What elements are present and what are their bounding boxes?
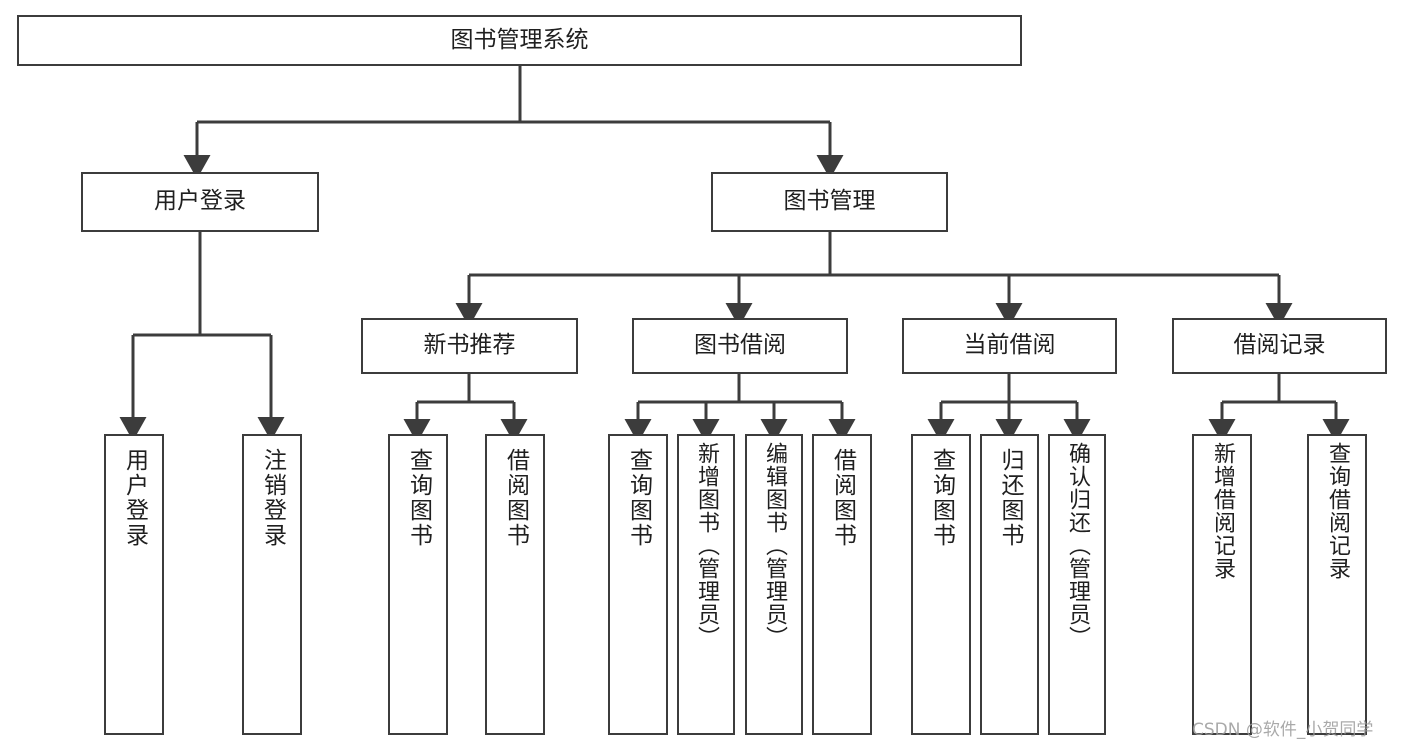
- node-current-borrow-label: 当前借阅: [963, 332, 1056, 359]
- node-book-manage[interactable]: 图书管理: [711, 172, 948, 232]
- node-book-borrow-label: 图书借阅: [694, 332, 786, 359]
- leaf-book-borrow-add[interactable]: 新增图书（管理员）: [677, 434, 735, 735]
- node-new-book-recommend-label: 新书推荐: [423, 332, 516, 359]
- leaf-book-borrow-edit-label: 编辑图书（管理员）: [762, 442, 787, 649]
- node-borrow-record-label: 借阅记录: [1233, 332, 1326, 359]
- leaf-current-borrow-return-label: 归还图书: [997, 448, 1023, 548]
- leaf-new-book-query-label: 查询图书: [405, 448, 432, 548]
- leaf-borrow-record-query-label: 查询借阅记录: [1325, 442, 1350, 580]
- node-book-manage-label: 图书管理: [783, 188, 876, 215]
- leaf-new-book-query[interactable]: 查询图书: [388, 434, 448, 735]
- node-root-system-label: 图书管理系统: [450, 26, 589, 53]
- node-current-borrow[interactable]: 当前借阅: [902, 318, 1117, 374]
- leaf-current-borrow-confirm-label: 确认归还（管理员）: [1065, 442, 1090, 649]
- leaf-current-borrow-return[interactable]: 归还图书: [980, 434, 1039, 735]
- leaf-book-borrow-borrow-label: 借阅图书: [829, 448, 856, 548]
- leaf-current-borrow-confirm[interactable]: 确认归还（管理员）: [1048, 434, 1106, 735]
- leaf-borrow-record-add-label: 新增借阅记录: [1210, 442, 1235, 580]
- node-user-login[interactable]: 用户登录: [81, 172, 319, 232]
- node-new-book-recommend[interactable]: 新书推荐: [361, 318, 578, 374]
- leaf-current-borrow-query-label: 查询图书: [928, 448, 955, 548]
- leaf-book-borrow-query-label: 查询图书: [625, 448, 652, 548]
- node-user-login-label: 用户登录: [154, 188, 246, 215]
- leaf-book-borrow-query[interactable]: 查询图书: [608, 434, 668, 735]
- leaf-book-borrow-borrow[interactable]: 借阅图书: [812, 434, 872, 735]
- leaf-borrow-record-add[interactable]: 新增借阅记录: [1192, 434, 1252, 735]
- leaf-new-book-borrow-label: 借阅图书: [502, 448, 529, 548]
- watermark: CSDN @软件_小贺同学: [1192, 720, 1374, 740]
- leaf-user-login-logout-label: 注销登录: [259, 448, 286, 548]
- leaf-user-login-login[interactable]: 用户登录: [104, 434, 164, 735]
- node-root-system[interactable]: 图书管理系统: [17, 15, 1022, 66]
- node-book-borrow[interactable]: 图书借阅: [632, 318, 848, 374]
- leaf-new-book-borrow[interactable]: 借阅图书: [485, 434, 545, 735]
- leaf-user-login-logout[interactable]: 注销登录: [242, 434, 302, 735]
- leaf-user-login-login-label: 用户登录: [121, 448, 148, 548]
- node-borrow-record[interactable]: 借阅记录: [1172, 318, 1387, 374]
- leaf-current-borrow-query[interactable]: 查询图书: [911, 434, 971, 735]
- leaf-borrow-record-query[interactable]: 查询借阅记录: [1307, 434, 1367, 735]
- leaf-book-borrow-add-label: 新增图书（管理员）: [694, 442, 719, 649]
- leaf-book-borrow-edit[interactable]: 编辑图书（管理员）: [745, 434, 803, 735]
